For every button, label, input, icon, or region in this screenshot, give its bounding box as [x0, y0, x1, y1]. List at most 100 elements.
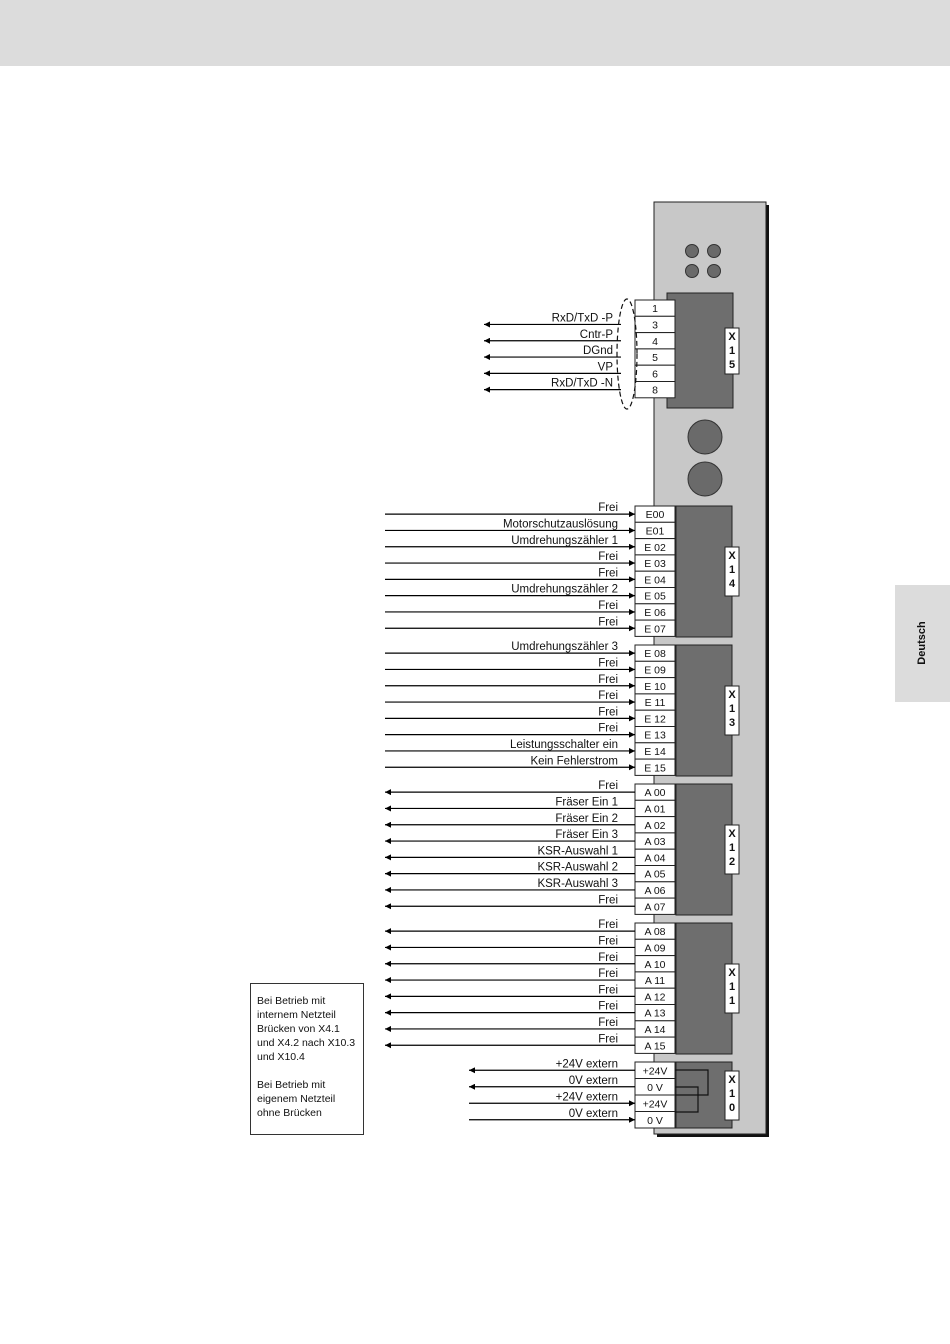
- pin-label: A 00: [644, 787, 665, 799]
- note-own-supply: Bei Betrieb mit eigenem Netzteil ohne Br…: [257, 1079, 336, 1119]
- signal-label: KSR-Auswahl 3: [537, 878, 618, 890]
- pin-label: 8: [652, 385, 658, 397]
- pin-label: A 06: [644, 885, 665, 897]
- connector-label-box: [724, 327, 740, 375]
- pin-label: 1: [652, 303, 658, 315]
- pin-label: A 01: [644, 803, 665, 815]
- connector-label-box: [724, 685, 740, 736]
- signal-label: Frei: [598, 952, 618, 964]
- header-band: [0, 0, 950, 66]
- pin-label: A 05: [644, 869, 665, 881]
- signal-label: Frei: [598, 723, 618, 735]
- signal-label: Kein Fehlerstrom: [530, 755, 618, 767]
- pin-label: A 07: [644, 901, 665, 913]
- signal-label: Frei: [598, 551, 618, 563]
- led-indicator: [707, 264, 721, 278]
- pin-label: 6: [652, 368, 658, 380]
- connector-label-char: X: [728, 331, 736, 343]
- pin-label: E 07: [644, 623, 666, 635]
- signal-label: Frei: [598, 1017, 618, 1029]
- pin-label: A 11: [645, 975, 665, 987]
- connector-label-char: 1: [729, 842, 735, 854]
- connector-label-char: 1: [729, 995, 735, 1007]
- led-indicator: [707, 244, 721, 258]
- signal-label: Frei: [598, 616, 618, 628]
- signal-label: Fräser Ein 1: [555, 796, 618, 808]
- connector-label-char: 1: [729, 981, 735, 993]
- signal-label: Frei: [598, 690, 618, 702]
- pin-label: E00: [646, 509, 665, 521]
- signal-label: VP: [598, 361, 614, 373]
- pin-label: A 15: [644, 1040, 665, 1052]
- signal-label: Leistungsschalter ein: [510, 739, 618, 751]
- connector-label-char: X: [728, 550, 736, 562]
- signal-label: Frei: [598, 919, 618, 931]
- signal-label: Umdrehungszähler 1: [511, 535, 618, 547]
- connector-label-char: 0: [729, 1102, 735, 1114]
- pin-label: E 14: [644, 746, 666, 758]
- signal-label: 0V extern: [569, 1108, 618, 1120]
- pin-label: +24V: [643, 1098, 668, 1110]
- signal-label: Frei: [598, 968, 618, 980]
- pin-label: A 10: [644, 959, 665, 971]
- connector-label-char: 3: [729, 717, 735, 729]
- pin-label: A 08: [644, 926, 665, 938]
- pin-label: 3: [652, 319, 658, 331]
- signal-label: +24V extern: [556, 1058, 618, 1070]
- signal-label: Frei: [598, 706, 618, 718]
- rotary-switch: [687, 461, 723, 497]
- signal-label: KSR-Auswahl 1: [537, 845, 618, 857]
- language-tab[interactable]: Deutsch: [895, 585, 950, 702]
- signal-label: KSR-Auswahl 2: [537, 862, 618, 874]
- connector-label-char: 1: [729, 564, 735, 576]
- connector-label-char: X: [728, 689, 736, 701]
- pin-label: E 13: [644, 730, 666, 742]
- pin-label: E 15: [644, 762, 666, 774]
- pin-label: E 12: [644, 713, 666, 725]
- pin-label: E 08: [644, 648, 666, 660]
- signal-label: Frei: [598, 1001, 618, 1013]
- signal-label: Frei: [598, 935, 618, 947]
- connector-label-char: X: [728, 967, 736, 979]
- signal-label: Frei: [598, 674, 618, 686]
- pin-label: A 09: [644, 942, 665, 954]
- terminal-block: [675, 505, 733, 638]
- pin-label: A 13: [644, 1008, 665, 1020]
- note-internal-supply: Bei Betrieb mit internem Netzteil Brücke…: [257, 995, 356, 1063]
- signal-label: Frei: [598, 984, 618, 996]
- pin-label: A 02: [644, 820, 665, 832]
- bridge-line: [675, 1086, 699, 1113]
- connector-label-char: X: [728, 1074, 736, 1086]
- led-indicator: [685, 244, 699, 258]
- rotary-switch: [687, 419, 723, 455]
- pin-label: E 03: [644, 558, 666, 570]
- pin-label: E 09: [644, 664, 666, 676]
- led-indicator: [685, 264, 699, 278]
- signal-label: Fräser Ein 3: [555, 829, 618, 841]
- signal-label: RxD/TxD -P: [552, 312, 614, 324]
- signal-label: Frei: [598, 894, 618, 906]
- pin-label: 0 V: [647, 1115, 663, 1127]
- pin-label: A 04: [644, 852, 665, 864]
- signal-label: DGnd: [583, 345, 613, 357]
- signal-label: Frei: [598, 600, 618, 612]
- connector-label-box: [724, 824, 740, 875]
- connector-label-char: 5: [729, 359, 735, 371]
- pin-label: 5: [652, 352, 658, 364]
- note-box: Bei Betrieb mit internem Netzteil Brücke…: [250, 983, 364, 1135]
- pin-label: E01: [646, 525, 665, 537]
- connector-label-box: [724, 546, 740, 597]
- terminal-block: [675, 783, 733, 916]
- terminal-block: [675, 922, 733, 1055]
- pin-label: E 11: [645, 697, 666, 709]
- signal-label: Fräser Ein 2: [555, 813, 618, 825]
- connector-label-char: 1: [729, 345, 735, 357]
- pin-label: E 05: [644, 591, 666, 603]
- connector-label-char: 2: [729, 856, 735, 868]
